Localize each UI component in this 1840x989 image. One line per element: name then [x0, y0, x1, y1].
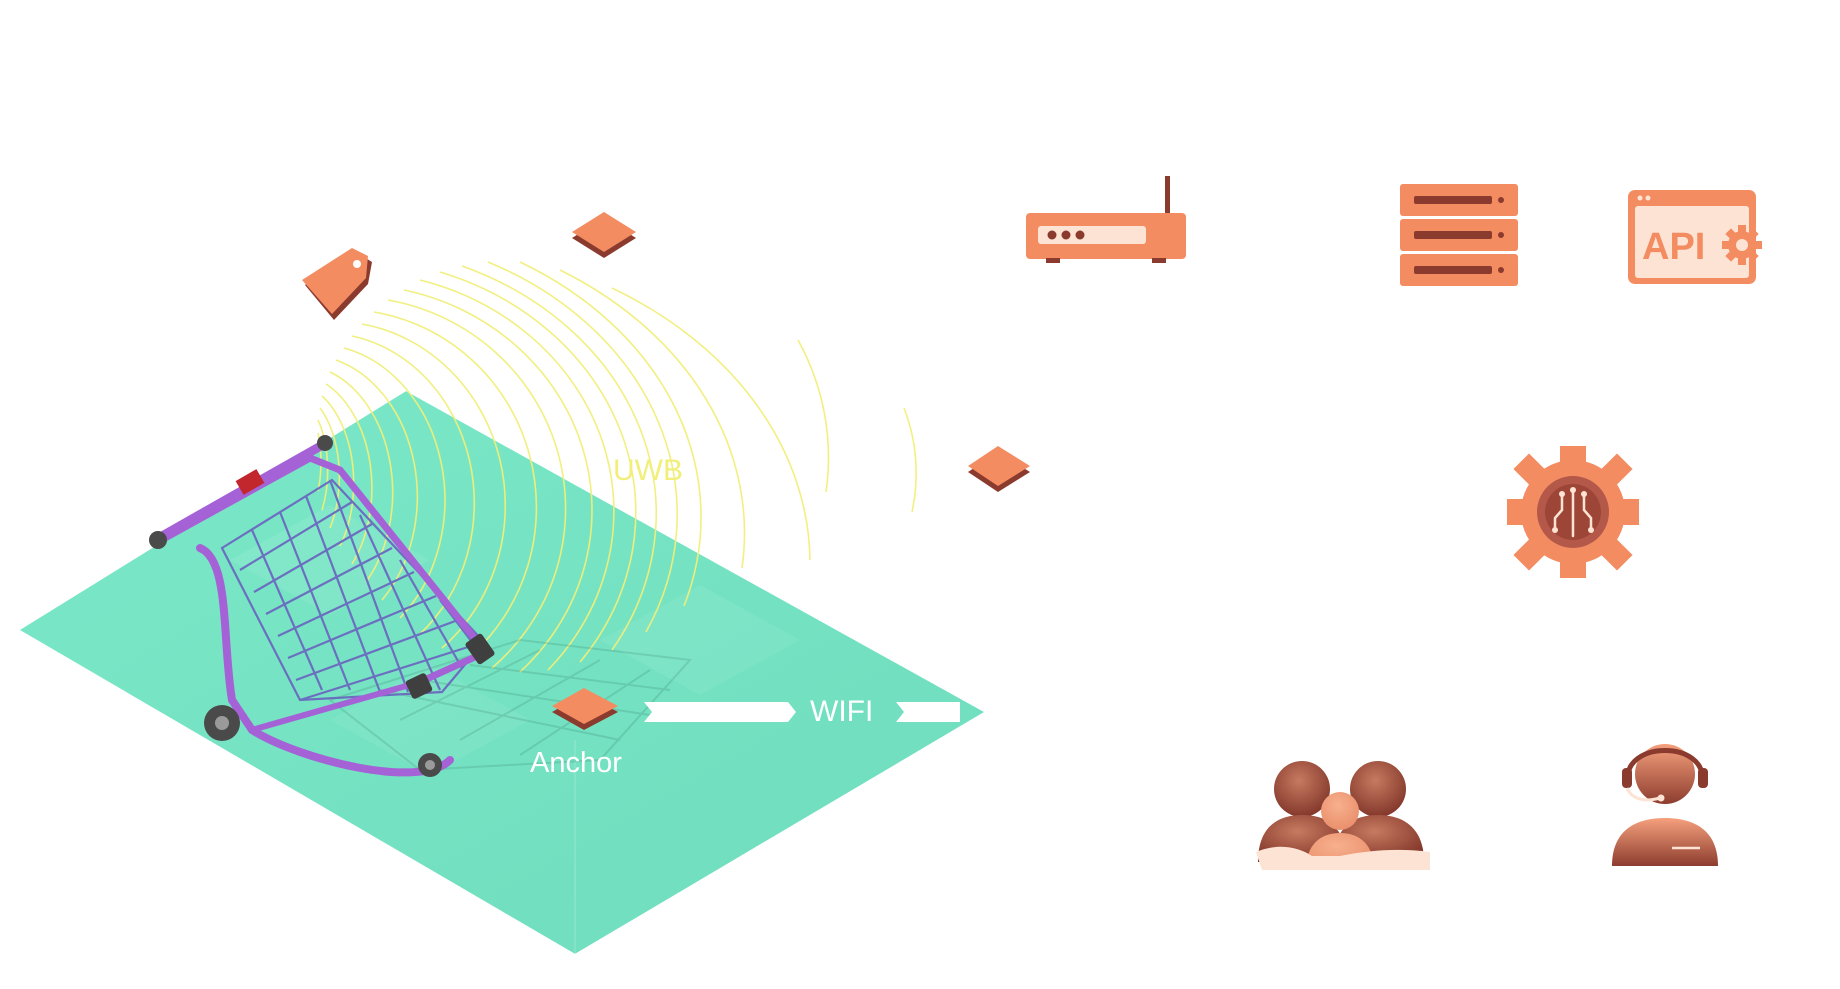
uwb-anchor-icon	[572, 212, 636, 258]
server-rack-icon	[1400, 184, 1518, 286]
floor-plane	[16, 388, 989, 957]
shopping-cart-icon	[149, 435, 495, 777]
price-tag-icon	[302, 248, 372, 320]
uwb-anchor-icon	[552, 688, 618, 730]
family-group-icon	[1256, 761, 1430, 870]
wifi-router-icon	[1026, 176, 1186, 263]
ai-chip-gear-icon	[1507, 446, 1639, 578]
customer-support-agent-icon	[1612, 744, 1718, 866]
api-label: API	[1642, 226, 1705, 268]
anchor-label: Anchor	[530, 747, 622, 779]
wifi-label: WIFI	[810, 695, 873, 728]
uwb-label: UWB	[613, 454, 683, 487]
uwb-anchor-icon	[968, 446, 1030, 492]
wifi-arrow	[644, 702, 960, 722]
gear-icon	[1722, 225, 1762, 265]
api-settings-icon: API	[1628, 190, 1762, 284]
